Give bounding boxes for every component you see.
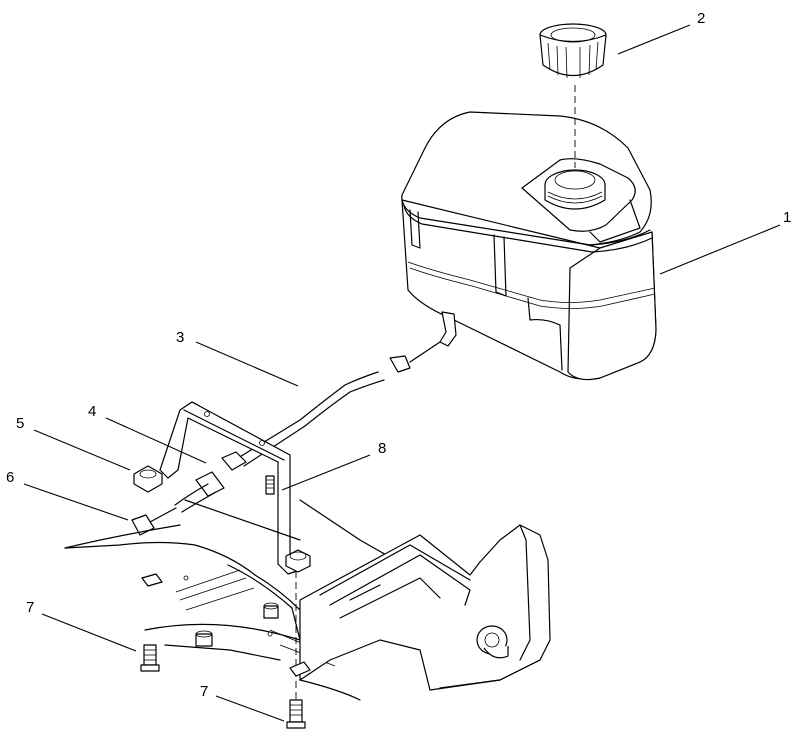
- mower-deck: [64, 499, 551, 701]
- callout-1: 1: [783, 209, 791, 226]
- leader-7a: [41, 613, 137, 652]
- fuel-hose: [237, 341, 441, 467]
- bolt-left: [140, 644, 160, 672]
- leader-7b: [215, 695, 285, 722]
- leader-8: [281, 454, 371, 491]
- hose-clamp: [174, 451, 247, 513]
- callout-5: 5: [16, 415, 24, 432]
- callout-2: 2: [697, 10, 705, 27]
- leader-5: [33, 429, 131, 471]
- bolt-bottom: [286, 699, 306, 729]
- callout-4: 4: [88, 403, 96, 420]
- leader-4: [105, 417, 207, 464]
- callout-3: 3: [176, 329, 184, 346]
- leader-3: [195, 341, 299, 387]
- leader-1: [659, 224, 781, 275]
- callout-7-left: 7: [26, 599, 34, 616]
- callout-labels: 1 2 3 4 5 6 7 7 8: [6, 10, 791, 700]
- fuel-shutoff: [131, 507, 177, 536]
- callout-6: 6: [6, 469, 14, 486]
- fuel-tank: [401, 111, 657, 381]
- tank-bracket: [159, 401, 301, 575]
- center-washer: [285, 549, 311, 573]
- callout-8: 8: [378, 440, 386, 457]
- callout-7-bottom: 7: [200, 683, 208, 700]
- fuel-cap: [539, 23, 607, 79]
- leader-lines: [23, 24, 781, 722]
- leader-6: [23, 483, 129, 521]
- bracket-nut: [133, 465, 163, 493]
- leader-2: [617, 24, 691, 55]
